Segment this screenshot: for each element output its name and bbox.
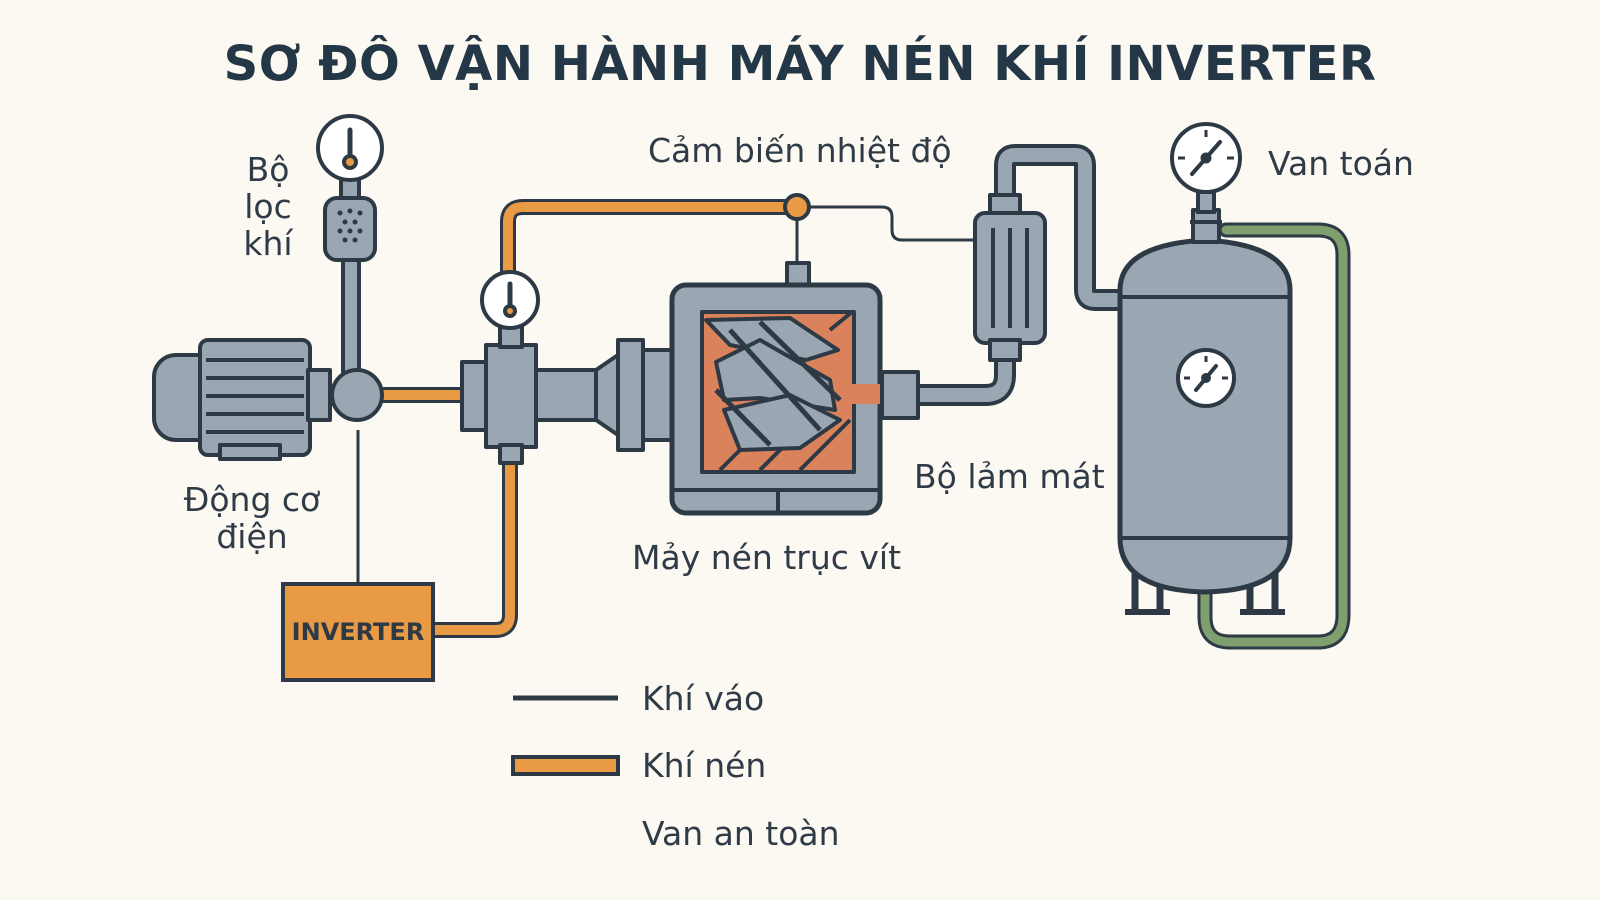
thermometer-gauge-filter bbox=[316, 114, 384, 182]
electric-motor bbox=[152, 338, 384, 461]
air-filter-label-line1: Bộ bbox=[246, 150, 290, 189]
legend-safety-valve-label: Van an toàn bbox=[642, 814, 840, 853]
temp-sensor-label: Cảm biến nhiệt độ bbox=[648, 131, 952, 170]
legend-compressed-label: Khí nén bbox=[642, 746, 767, 785]
filter-pipe bbox=[341, 253, 361, 377]
air-filter-label-line2: lọc bbox=[244, 186, 292, 226]
pressure-gauge-tank bbox=[1176, 348, 1236, 408]
air-filter-label-line3: khí bbox=[243, 223, 293, 263]
motor-label-line2: điện bbox=[216, 516, 288, 556]
screw-compressor bbox=[669, 261, 920, 516]
air-filter-label: Bộ lọc khí bbox=[238, 150, 298, 263]
thermometer-gauge-valve bbox=[480, 270, 540, 330]
compressed-air-line bbox=[376, 199, 805, 638]
safety-valve-top-label: Van toán bbox=[1268, 144, 1414, 183]
air-tank bbox=[1117, 208, 1293, 615]
legend-intake-label: Khí váo bbox=[642, 679, 765, 718]
safety-valve-gauge bbox=[1170, 122, 1242, 214]
legend-compressed-swatch bbox=[511, 755, 620, 776]
motor-label-line1: Động cơ bbox=[183, 480, 321, 519]
cooler bbox=[973, 193, 1047, 362]
cooler-label: Bộ lảm mát bbox=[914, 457, 1105, 496]
safety-return-pipe bbox=[1197, 222, 1351, 650]
inverter-label: INVERTER bbox=[291, 618, 425, 646]
intake-valve bbox=[460, 323, 538, 465]
inverter-box bbox=[281, 582, 435, 682]
temperature-sensor bbox=[783, 193, 811, 221]
motor-label: Động cơ điện bbox=[172, 480, 332, 556]
air-filter bbox=[323, 176, 377, 262]
discharge-pipe bbox=[907, 144, 1141, 406]
compressor-label: Mảy nén trục vít bbox=[632, 538, 902, 577]
inlet-pipe bbox=[534, 338, 675, 452]
diagram-title: SƠ ĐÔ VẬN HÀNH MÁY NÉN KHÍ INVERTER bbox=[223, 36, 1377, 92]
